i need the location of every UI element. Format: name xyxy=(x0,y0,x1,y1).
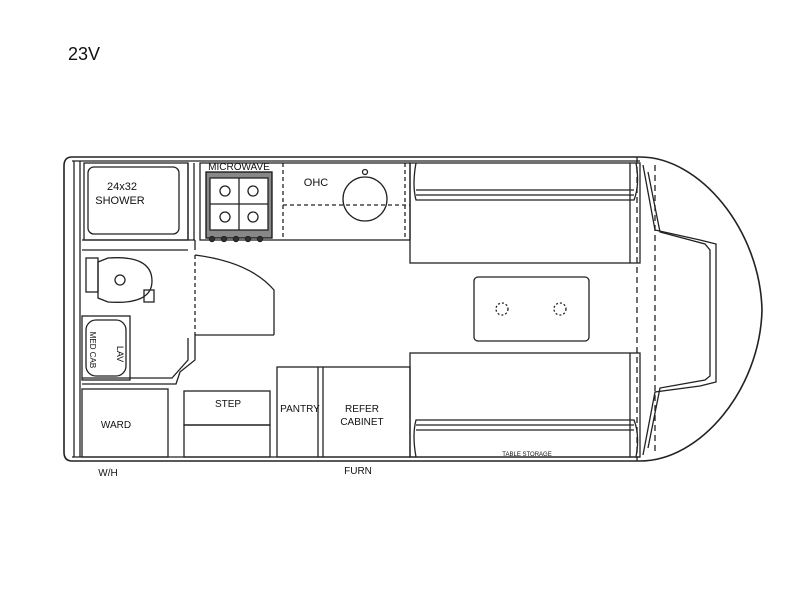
shower: 24x32 SHOWER xyxy=(83,162,189,241)
cabinet-label: CABINET xyxy=(340,417,383,428)
lavatory: LAV MED CAB xyxy=(81,315,131,381)
step: STEP xyxy=(183,390,271,458)
cooktop xyxy=(205,171,273,243)
outer-walls xyxy=(63,156,763,462)
pantry-refer: PANTRY REFER CABINET xyxy=(276,366,411,458)
ohc-label: OHC xyxy=(304,177,329,189)
ward-label: WARD xyxy=(101,420,131,431)
sink: OHC xyxy=(304,168,388,222)
furnace-label: FURN xyxy=(344,466,372,477)
step-label: STEP xyxy=(215,399,241,410)
dinette-table xyxy=(473,276,590,342)
pantry-label: PANTRY xyxy=(280,404,320,415)
med-cab-label: MED CAB xyxy=(88,332,97,368)
shower-label: SHOWER xyxy=(95,195,145,207)
table-storage-label: TABLE STORAGE xyxy=(502,452,551,458)
model-name: 23V xyxy=(68,44,101,64)
lower-bench: TABLE STORAGE xyxy=(409,352,641,458)
lav-label: LAV xyxy=(115,346,125,362)
wardrobe: WARD xyxy=(81,388,169,458)
upper-bench xyxy=(409,162,641,264)
microwave-label: MICROWAVE xyxy=(208,162,270,173)
bathroom xyxy=(82,239,275,385)
shower-size-label: 24x32 xyxy=(107,181,137,193)
toilet xyxy=(85,257,155,303)
refer-label: REFER xyxy=(345,404,379,415)
water-heater-label: W/H xyxy=(98,468,117,479)
